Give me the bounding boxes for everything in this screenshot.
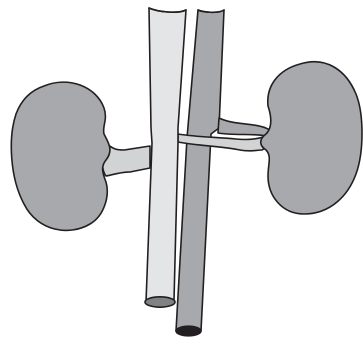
right-kidney (261, 62, 362, 214)
aorta-top-opening (198, 10, 224, 12)
right-renal-artery (218, 118, 270, 136)
vena-cava-cut-end (145, 297, 175, 307)
left-kidney (11, 82, 110, 230)
aorta-cut-end (176, 326, 201, 336)
